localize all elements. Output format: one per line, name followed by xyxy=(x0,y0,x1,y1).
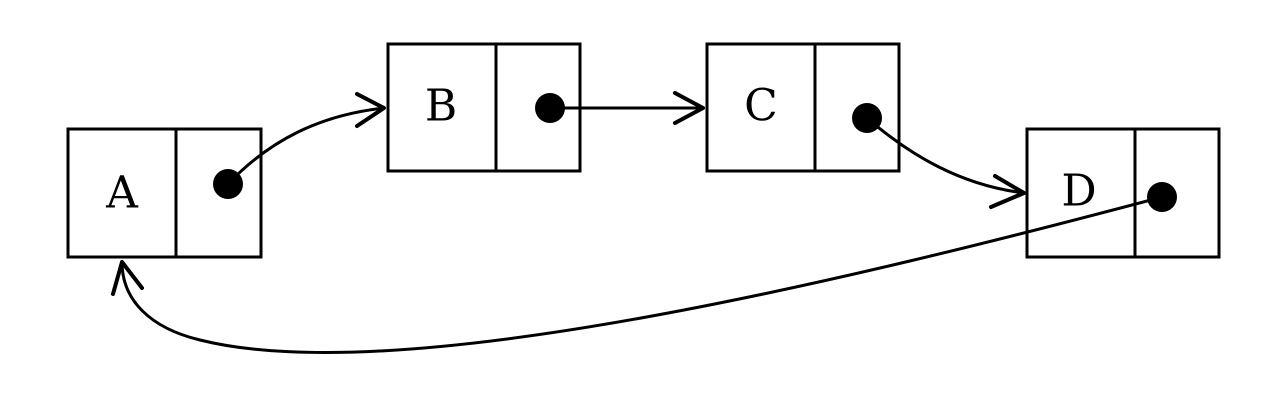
edge-c-to-d xyxy=(865,116,1026,209)
node-d: D xyxy=(1025,127,1221,259)
edge-b-to-c xyxy=(548,91,705,125)
edge-d-to-a xyxy=(111,195,1164,354)
edge-a-to-b-line xyxy=(226,106,386,186)
node-c: C xyxy=(705,42,901,173)
edge-a-to-b-arrowhead xyxy=(355,92,386,128)
node-a: A xyxy=(66,127,263,259)
edge-c-to-d-line xyxy=(865,116,1026,195)
edge-a-to-b xyxy=(226,92,386,186)
node-d-box xyxy=(1025,127,1221,259)
node-b: B xyxy=(386,42,582,173)
edge-b-to-c-arrowhead xyxy=(673,91,705,125)
node-b-label: B xyxy=(425,81,457,132)
node-d-label: D xyxy=(1061,166,1096,217)
edge-c-to-d-arrowhead xyxy=(989,174,1026,209)
edge-d-to-a-arrowhead xyxy=(111,260,144,296)
node-a-label: A xyxy=(105,168,139,219)
edge-d-to-a-line xyxy=(120,195,1164,354)
node-c-label: C xyxy=(744,81,778,132)
